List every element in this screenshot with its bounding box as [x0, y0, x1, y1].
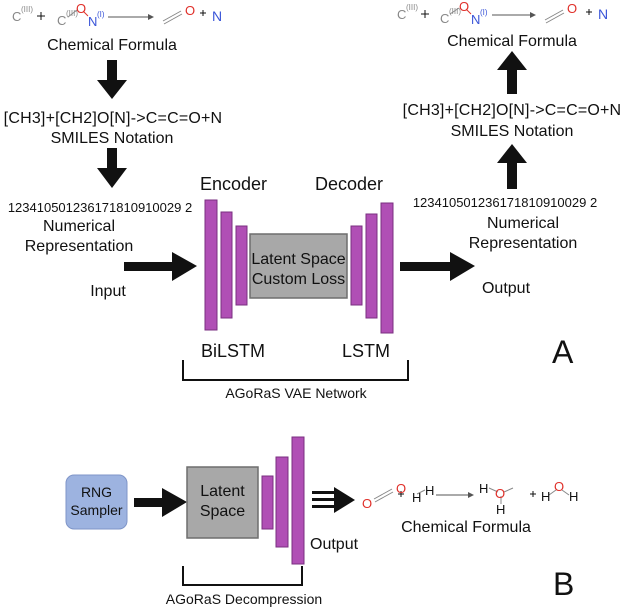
rng-line-2: Sampler — [70, 501, 123, 518]
reaction-right-c2-charge: (III) — [449, 7, 461, 16]
right-smiles-notation: [CH3]+[CH2]O[N]->C=C=O+N — [402, 102, 622, 119]
reaction-right-nitrogen: N — [471, 12, 481, 27]
network-label: AGoRaS VAE Network — [225, 385, 367, 401]
reaction-left-nitrogen-charge: (I) — [97, 10, 105, 19]
reaction-left-product-oxygen: O — [185, 3, 196, 18]
left-smiles-caption: SMILES Notation — [50, 130, 174, 147]
arrow-formula-to-smiles — [97, 60, 127, 99]
decompression-bracket — [182, 566, 303, 586]
output-label: Output — [481, 280, 531, 297]
formula-caption-b: Chemical Formula — [401, 519, 531, 536]
reaction-b-graphic — [373, 487, 570, 504]
reaction-b-oxygen-2: O — [396, 481, 407, 496]
network-bracket — [182, 360, 409, 381]
reaction-left-c1-charge: (III) — [21, 5, 33, 14]
left-smiles-notation: [CH3]+[CH2]O[N]->C=C=O+N — [3, 110, 223, 127]
reaction-left-oxygen: O — [76, 1, 87, 16]
lstm-label: LSTM — [342, 341, 391, 361]
right-numeric-representation: 123410501236171810910029 2 — [412, 195, 598, 210]
reaction-left-c1: C — [12, 9, 22, 24]
reaction-right-c1: C — [397, 7, 407, 22]
reaction-b-hydrogen-6: H — [569, 489, 579, 504]
decoder-layer-1 — [350, 225, 363, 306]
reaction-right-product-oxygen: O — [567, 1, 578, 16]
reaction-b-oxygen-1: O — [362, 496, 373, 511]
output-label-b: Output — [310, 536, 359, 553]
reaction-right-product-nitrogen: N — [598, 6, 609, 22]
left-formula-caption: Chemical Formula — [47, 37, 177, 54]
left-numeric-caption-2: Representation — [24, 238, 134, 255]
decoder-layer-3 — [380, 202, 394, 334]
latent-space-line-2: Custom Loss — [251, 271, 346, 288]
input-label: Input — [90, 283, 126, 300]
reaction-left-graphic — [37, 9, 206, 25]
reaction-b-hydrogen-4: H — [496, 502, 506, 517]
reaction-right-nitrogen-charge: (I) — [480, 8, 488, 17]
latent-b-line-1: Latent — [200, 483, 245, 500]
right-formula-caption: Chemical Formula — [447, 33, 577, 50]
rng-sampler-box — [65, 474, 128, 530]
input-arrow — [124, 252, 197, 281]
rng-line-1: RNG — [80, 484, 113, 500]
right-smiles-caption: SMILES Notation — [450, 123, 574, 140]
decoder-layers — [350, 202, 394, 334]
reaction-right-graphic — [421, 7, 592, 24]
reaction-right-c2: C — [440, 11, 450, 26]
reaction-left-c2: C — [57, 13, 67, 28]
latent-space-box — [249, 233, 348, 299]
decompression-layer-1 — [261, 475, 274, 530]
reaction-right-oxygen: O — [459, 0, 470, 14]
right-numeric-caption-2: Representation — [468, 235, 578, 252]
arrow-numeric-to-smiles — [497, 144, 527, 189]
reaction-b-hydrogen-2: H — [425, 483, 435, 498]
latent-space-box-b — [186, 466, 259, 539]
panel-b-label: B — [553, 566, 575, 602]
rng-to-latent-arrow — [134, 488, 187, 517]
arrow-smiles-to-formula — [497, 51, 527, 94]
latent-space-text: Latent Space Custom Loss — [250, 250, 347, 290]
reaction-b-oxygen-3: O — [495, 486, 506, 501]
reaction-b-hydrogen-3: H — [479, 481, 489, 496]
panel-a-label: A — [552, 334, 574, 370]
encoder-layers — [204, 199, 248, 331]
reaction-b-oxygen-4: O — [554, 479, 565, 494]
arrow-smiles-to-numeric — [97, 148, 127, 188]
output-arrow — [400, 252, 475, 281]
latent-space-line-1: Latent Space — [251, 251, 346, 268]
left-numeric-representation: 123410501236171810910029 2 — [7, 200, 193, 215]
decompression-layer-2 — [275, 456, 289, 548]
decompression-label: AGoRaS Decompression — [165, 591, 323, 607]
latent-space-b-text: Latent Space — [187, 482, 258, 522]
rng-sampler-text: RNG Sampler — [66, 484, 127, 519]
reaction-left-c2-charge: (III) — [66, 9, 78, 18]
latent-b-line-2: Space — [199, 503, 246, 520]
right-numeric-caption-1: Numerical — [486, 215, 560, 232]
encoder-layer-3 — [235, 225, 248, 306]
reaction-b-hydrogen-5: H — [541, 489, 551, 504]
decompression-layer-3 — [291, 436, 305, 565]
left-numeric-caption-1: Numerical — [42, 218, 116, 235]
decompression-decoder-layers — [261, 436, 305, 565]
reaction-b-hydrogen-1: H — [412, 490, 422, 505]
encoder-label: Encoder — [200, 174, 268, 194]
reaction-left-nitrogen: N — [88, 14, 98, 29]
encoder-layer-2 — [220, 211, 233, 319]
encoder-layer-1 — [204, 199, 218, 331]
reaction-left-product-nitrogen: N — [212, 8, 223, 24]
decoder-label: Decoder — [315, 174, 384, 194]
multi-output-arrow — [312, 487, 355, 513]
reaction-right-c1-charge: (III) — [406, 3, 418, 12]
decoder-layer-2 — [365, 213, 378, 319]
bilstm-label: BiLSTM — [201, 341, 266, 361]
